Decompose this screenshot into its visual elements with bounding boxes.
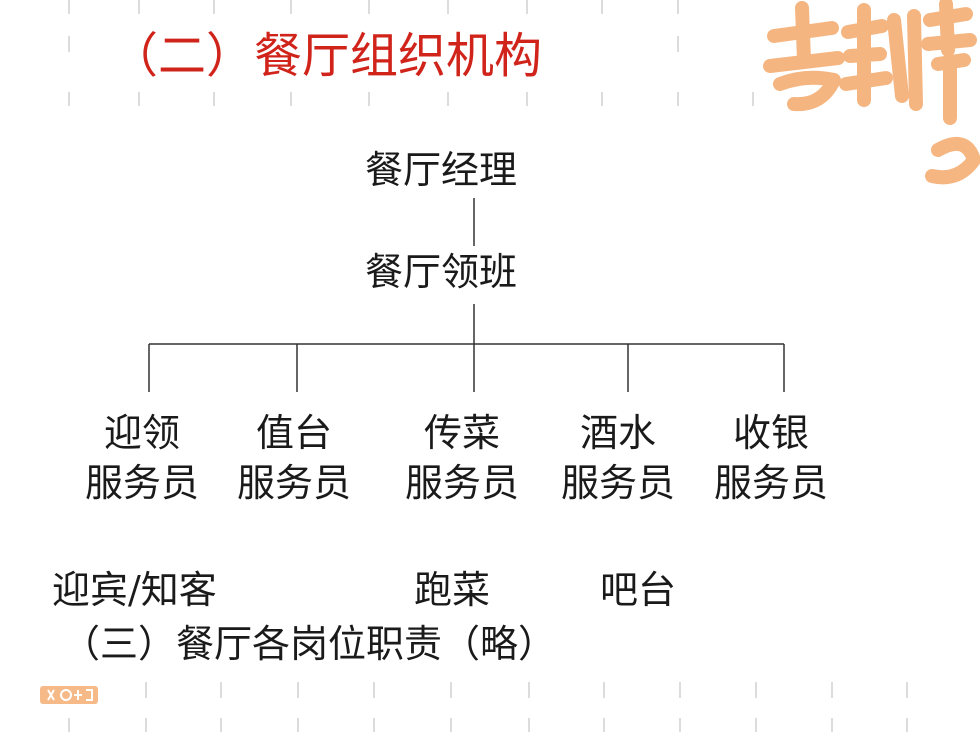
tick: [755, 718, 757, 732]
tick: [138, 0, 140, 14]
staff-title: 服务员: [713, 461, 828, 505]
tick: [297, 718, 299, 732]
tick: [755, 682, 757, 698]
tick: [68, 36, 70, 52]
top-tick-row-2: [0, 36, 980, 56]
tick: [297, 682, 299, 698]
node-staff-greeting: 迎领 服务员: [72, 408, 212, 508]
calligraphy-logo-icon: [763, 0, 980, 185]
node-staff-service: 值台 服务员: [224, 408, 364, 508]
tick: [213, 0, 215, 14]
alias-runner: 跑菜: [414, 568, 491, 612]
staff-role: 迎领: [103, 411, 180, 455]
tick: [601, 0, 603, 14]
node-staff-drinks: 酒水 服务员: [548, 408, 688, 508]
tick: [145, 682, 147, 698]
tick: [138, 92, 140, 106]
node-staff-runner: 传菜 服务员: [392, 408, 532, 508]
alias-greeter: 迎宾/知客: [52, 568, 217, 612]
tick: [677, 0, 679, 14]
top-tick-row: [0, 0, 980, 20]
tick: [528, 682, 530, 698]
staff-role: 收银: [732, 411, 809, 455]
tick: [447, 92, 449, 106]
tick: [450, 682, 452, 698]
tick: [447, 0, 449, 14]
tick: [373, 718, 375, 732]
staff-title: 服务员: [560, 461, 675, 505]
bottom-tick-row-2: [0, 718, 980, 738]
page-title: （二）餐厅组织机构: [110, 28, 543, 84]
tick: [290, 92, 292, 106]
tick: [450, 718, 452, 732]
tick: [603, 718, 605, 732]
staff-role: 传菜: [423, 411, 500, 455]
staff-title: 服务员: [404, 461, 519, 505]
tick: [526, 92, 528, 106]
tick: [213, 92, 215, 106]
tick: [373, 682, 375, 698]
tick: [368, 92, 370, 106]
tick: [220, 682, 222, 698]
tick: [68, 92, 70, 106]
tick: [68, 718, 70, 732]
tick: [528, 718, 530, 732]
tick: [679, 682, 681, 698]
staff-role: 酒水: [579, 411, 656, 455]
tick: [677, 92, 679, 106]
tick: [220, 718, 222, 732]
bottom-tick-row: [0, 682, 980, 702]
tick: [368, 0, 370, 14]
tick: [831, 718, 833, 732]
node-supervisor: 餐厅领班: [364, 250, 518, 294]
staff-role: 值台: [255, 411, 332, 455]
top-tick-row-3: [0, 92, 980, 112]
tick: [290, 0, 292, 14]
node-staff-cashier: 收银 服务员: [701, 408, 841, 508]
tick: [145, 718, 147, 732]
tick: [906, 718, 908, 732]
node-manager: 餐厅经理: [364, 148, 518, 192]
staff-title: 服务员: [236, 461, 351, 505]
alias-bar: 吧台: [600, 568, 677, 612]
tick: [601, 92, 603, 106]
section-3-heading: （三）餐厅各岗位职责（略）: [62, 622, 557, 666]
tick: [68, 0, 70, 14]
tick: [831, 682, 833, 698]
staff-title: 服务员: [84, 461, 199, 505]
tick: [603, 682, 605, 698]
small-brand-logo-icon: [40, 686, 98, 704]
tick: [679, 718, 681, 732]
tick: [677, 36, 679, 52]
tick: [906, 682, 908, 698]
tick: [752, 92, 754, 106]
tick: [526, 0, 528, 14]
